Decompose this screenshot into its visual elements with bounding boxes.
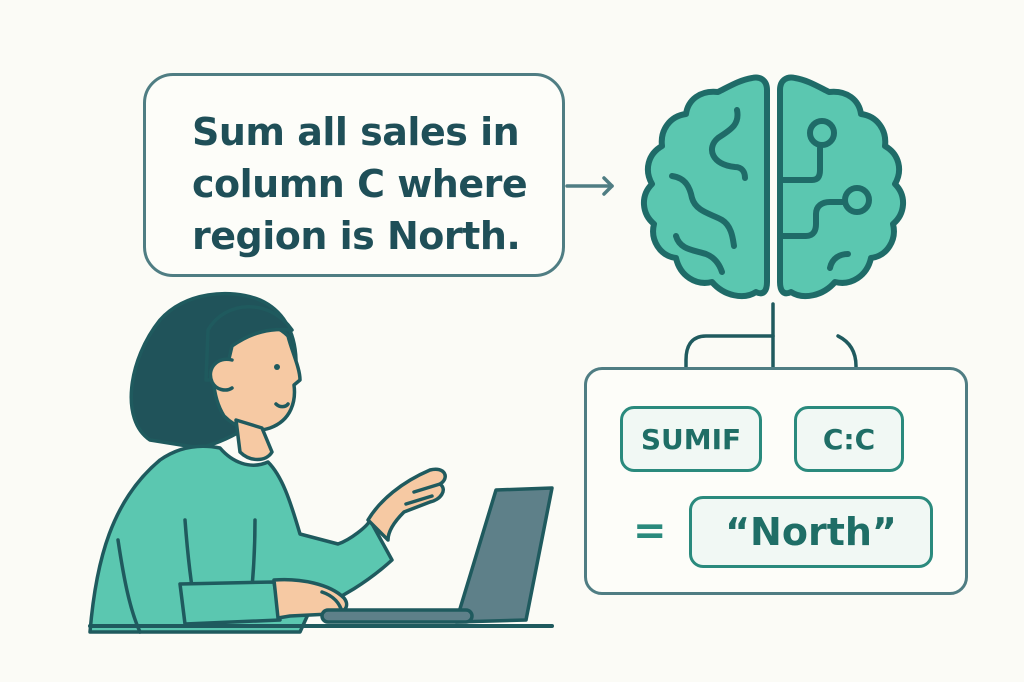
prompt-line-1: Sum all sales in	[192, 110, 520, 154]
person-illustration	[88, 291, 447, 634]
prompt-bubble: Sum all sales in column C where region i…	[143, 73, 565, 277]
prompt-line-3: region is North.	[192, 214, 521, 258]
brain-icon	[641, 74, 906, 300]
prompt-text: Sum all sales in column C where region i…	[192, 106, 528, 262]
arrow-right-icon	[565, 176, 614, 196]
sumif-chip: SUMIF	[620, 406, 762, 472]
prompt-line-2: column C where	[192, 162, 528, 206]
criteria-chip: “North”	[689, 496, 933, 568]
equals-sign: =	[633, 508, 667, 554]
laptop-icon	[320, 486, 554, 624]
range-chip: C:C	[794, 406, 904, 472]
